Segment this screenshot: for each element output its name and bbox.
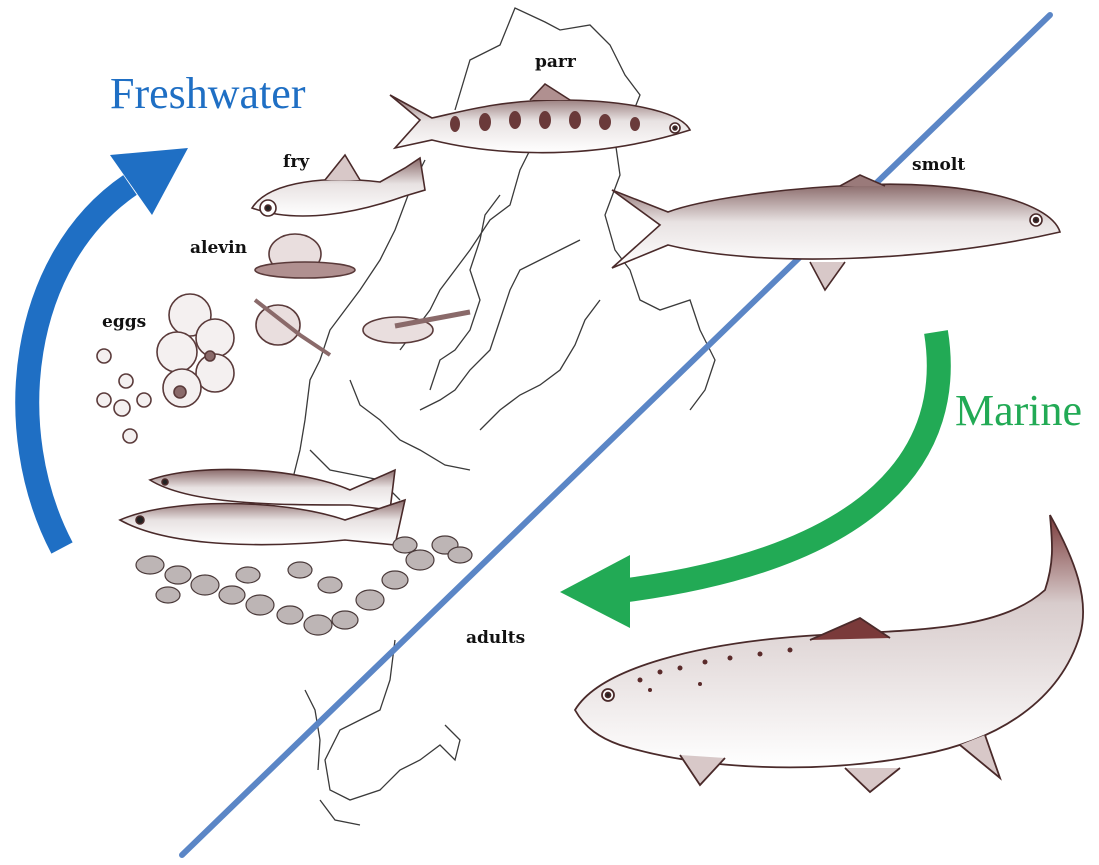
stage-label-alevin: alevin	[190, 238, 247, 258]
adult-salmon-illustration	[575, 515, 1083, 792]
marine-arrow	[560, 332, 939, 628]
stage-label-fry: fry	[283, 152, 309, 172]
freshwater-label: Freshwater	[110, 68, 306, 119]
marine-label: Marine	[955, 385, 1082, 436]
stage-label-parr: parr	[535, 52, 576, 72]
fry-illustration	[252, 155, 425, 216]
stage-label-smolt: smolt	[912, 155, 965, 175]
spawning-adults-illustration	[120, 469, 405, 545]
stage-label-eggs: eggs	[102, 312, 146, 332]
stage-label-adults: adults	[466, 628, 525, 648]
parr-illustration	[390, 84, 690, 153]
smolt-illustration	[612, 175, 1060, 290]
